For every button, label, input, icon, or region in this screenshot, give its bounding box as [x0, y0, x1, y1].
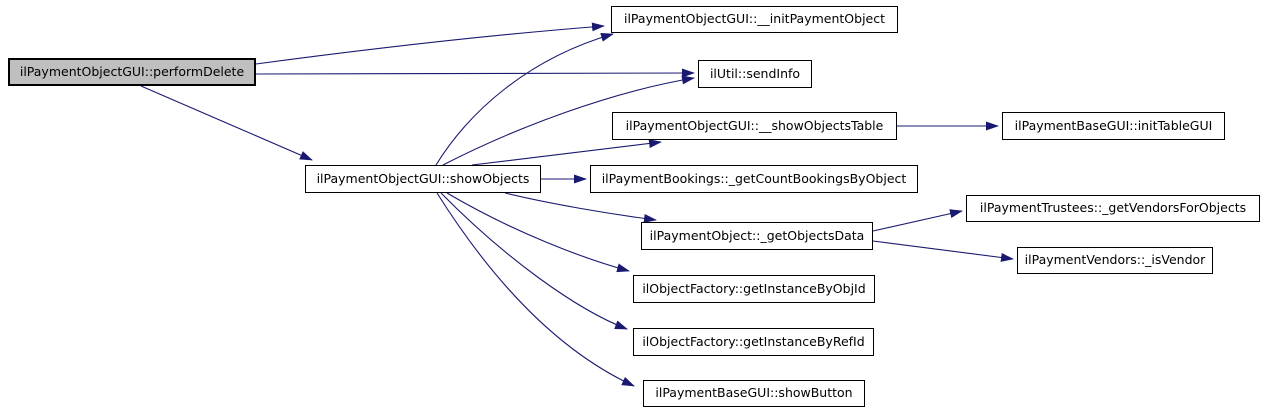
- edge-show-objects-to-get-instance-by-refid: [440, 192, 628, 330]
- node-send-info[interactable]: ilUtil::sendInfo: [698, 60, 812, 88]
- node-show-button[interactable]: ilPaymentBaseGUI::showButton: [643, 380, 865, 407]
- edge-show-objects-to-show-objects-table: [471, 139, 662, 166]
- node-show-objects[interactable]: ilPaymentObjectGUI::showObjects: [305, 165, 541, 193]
- node-get-instance-by-refid[interactable]: ilObjectFactory::getInstanceByRefId: [633, 328, 874, 356]
- edge-show-objects-to-get-objects-data: [504, 192, 657, 223]
- edge-show-objects-to-get-instance-by-objid: [446, 192, 630, 273]
- node-show-objects-table[interactable]: ilPaymentObjectGUI::__showObjectsTable: [612, 112, 897, 140]
- node-perform-delete: ilPaymentObjectGUI::performDelete: [8, 58, 256, 86]
- edge-get-objects-data-to-get-vendors-for-objects: [872, 209, 963, 232]
- edge-perform-delete-to-send-info: [255, 68, 695, 78]
- edge-perform-delete-to-init-payment-object: [255, 22, 605, 65]
- edge-show-objects-to-init-payment-object: [435, 33, 614, 166]
- node-init-payment-object[interactable]: ilPaymentObjectGUI::__initPaymentObject: [611, 6, 898, 33]
- node-is-vendor[interactable]: ilPaymentVendors::_isVendor: [1017, 247, 1213, 274]
- node-get-count-bookings[interactable]: ilPaymentBookings::_getCountBookingsByOb…: [590, 165, 918, 193]
- edge-perform-delete-to-show-objects: [140, 85, 313, 161]
- node-get-objects-data[interactable]: ilPaymentObject::_getObjectsData: [641, 222, 873, 250]
- node-init-table-gui[interactable]: ilPaymentBaseGUI::initTableGUI: [1002, 112, 1225, 140]
- node-get-vendors-for-objects[interactable]: ilPaymentTrustees::_getVendorsForObjects: [966, 195, 1260, 222]
- edge-show-objects-to-show-button: [436, 192, 635, 387]
- edge-get-objects-data-to-is-vendor: [872, 240, 1014, 262]
- node-get-instance-by-objid[interactable]: ilObjectFactory::getInstanceByObjId: [633, 275, 875, 303]
